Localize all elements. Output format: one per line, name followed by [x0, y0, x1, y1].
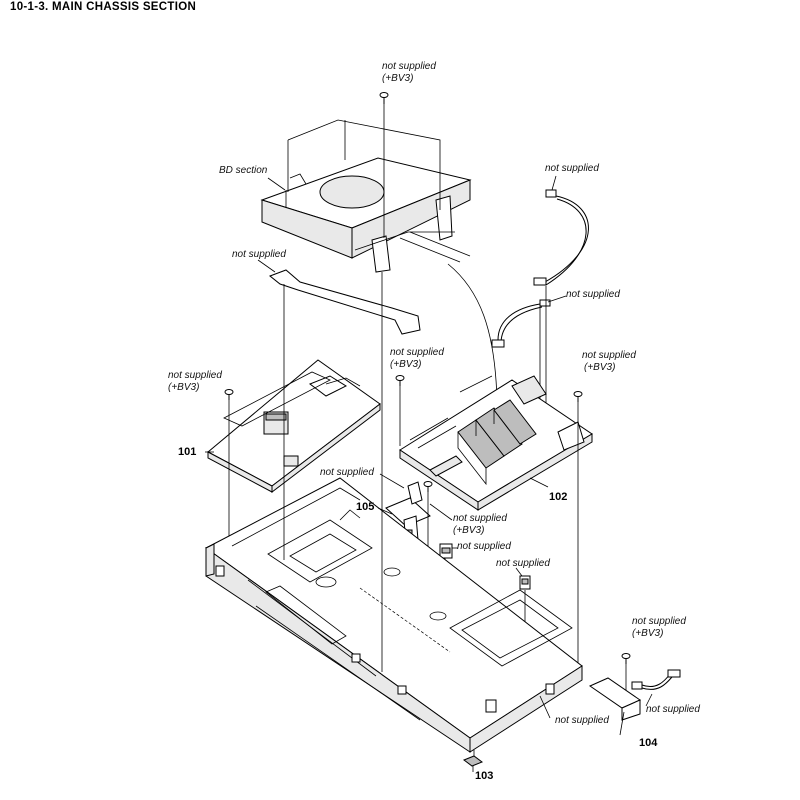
- label-not-supplied: not supplied: [646, 704, 700, 715]
- screw-icon: [379, 92, 389, 104]
- label-not-supplied: not supplied: [545, 163, 599, 174]
- clip-part: [439, 543, 453, 559]
- label-bv3: (+BV3): [453, 525, 484, 536]
- cable-path: [447, 263, 498, 401]
- main-chassis: [205, 477, 583, 753]
- screw-icon: [621, 653, 631, 664]
- leader-line: [377, 507, 393, 515]
- screw-icon: [573, 391, 583, 402]
- leader-line: [379, 473, 405, 489]
- leader-line: [547, 295, 567, 303]
- label-not-supplied: not supplied: [496, 558, 550, 569]
- label-bv3: (+BV3): [382, 73, 413, 84]
- leader-line: [529, 477, 549, 488]
- ref-number-104: 104: [639, 737, 658, 749]
- label-not-supplied: not supplied: [232, 249, 286, 260]
- leader-line: [551, 175, 557, 191]
- leader-line: [539, 695, 551, 719]
- label-not-supplied: not supplied: [566, 289, 620, 300]
- label-bv3: (+BV3): [168, 382, 199, 393]
- label-not-supplied: not supplied: [632, 616, 686, 627]
- label-not-supplied: not supplied: [320, 467, 374, 478]
- label-not-supplied: not supplied: [390, 347, 444, 358]
- guide-line: [359, 587, 451, 653]
- leader-line: [429, 503, 453, 521]
- screw-icon: [395, 375, 405, 386]
- label-not-supplied: not supplied: [382, 61, 436, 72]
- guide-line: [287, 119, 441, 210]
- label-not-supplied: not supplied: [453, 513, 507, 524]
- board-102: [399, 375, 593, 511]
- harness-cable-lower: [491, 299, 551, 348]
- leader-line: [257, 259, 276, 273]
- leader-line: [515, 567, 523, 577]
- label-not-supplied: not supplied: [457, 541, 511, 552]
- label-bv3: (+BV3): [584, 362, 615, 373]
- part-104: [588, 669, 681, 721]
- label-bd-section: BD section: [219, 165, 268, 176]
- label-not-supplied: not supplied: [582, 350, 636, 361]
- ref-number-103: 103: [475, 770, 493, 782]
- part-103: [462, 755, 484, 767]
- leader-line: [645, 693, 653, 707]
- label-bv3: (+BV3): [632, 628, 663, 639]
- screw-icon: [224, 389, 234, 400]
- clip-part: [519, 575, 531, 590]
- page-title: 10-1-3. MAIN CHASSIS SECTION: [10, 1, 197, 13]
- bd-section-drive: [260, 157, 472, 273]
- label-not-supplied: not supplied: [168, 370, 222, 381]
- screw-icon: [423, 481, 433, 492]
- ref-number-101: 101: [178, 446, 196, 458]
- board-101: [207, 359, 381, 494]
- label-bv3: (+BV3): [390, 359, 421, 370]
- ref-number-102: 102: [549, 491, 567, 503]
- ref-number-105: 105: [356, 501, 374, 513]
- leader-line: [619, 711, 625, 736]
- flat-cable: [269, 269, 421, 335]
- leader-line: [267, 177, 286, 191]
- label-not-supplied: not supplied: [555, 715, 609, 726]
- harness-cable-upper: [533, 189, 589, 286]
